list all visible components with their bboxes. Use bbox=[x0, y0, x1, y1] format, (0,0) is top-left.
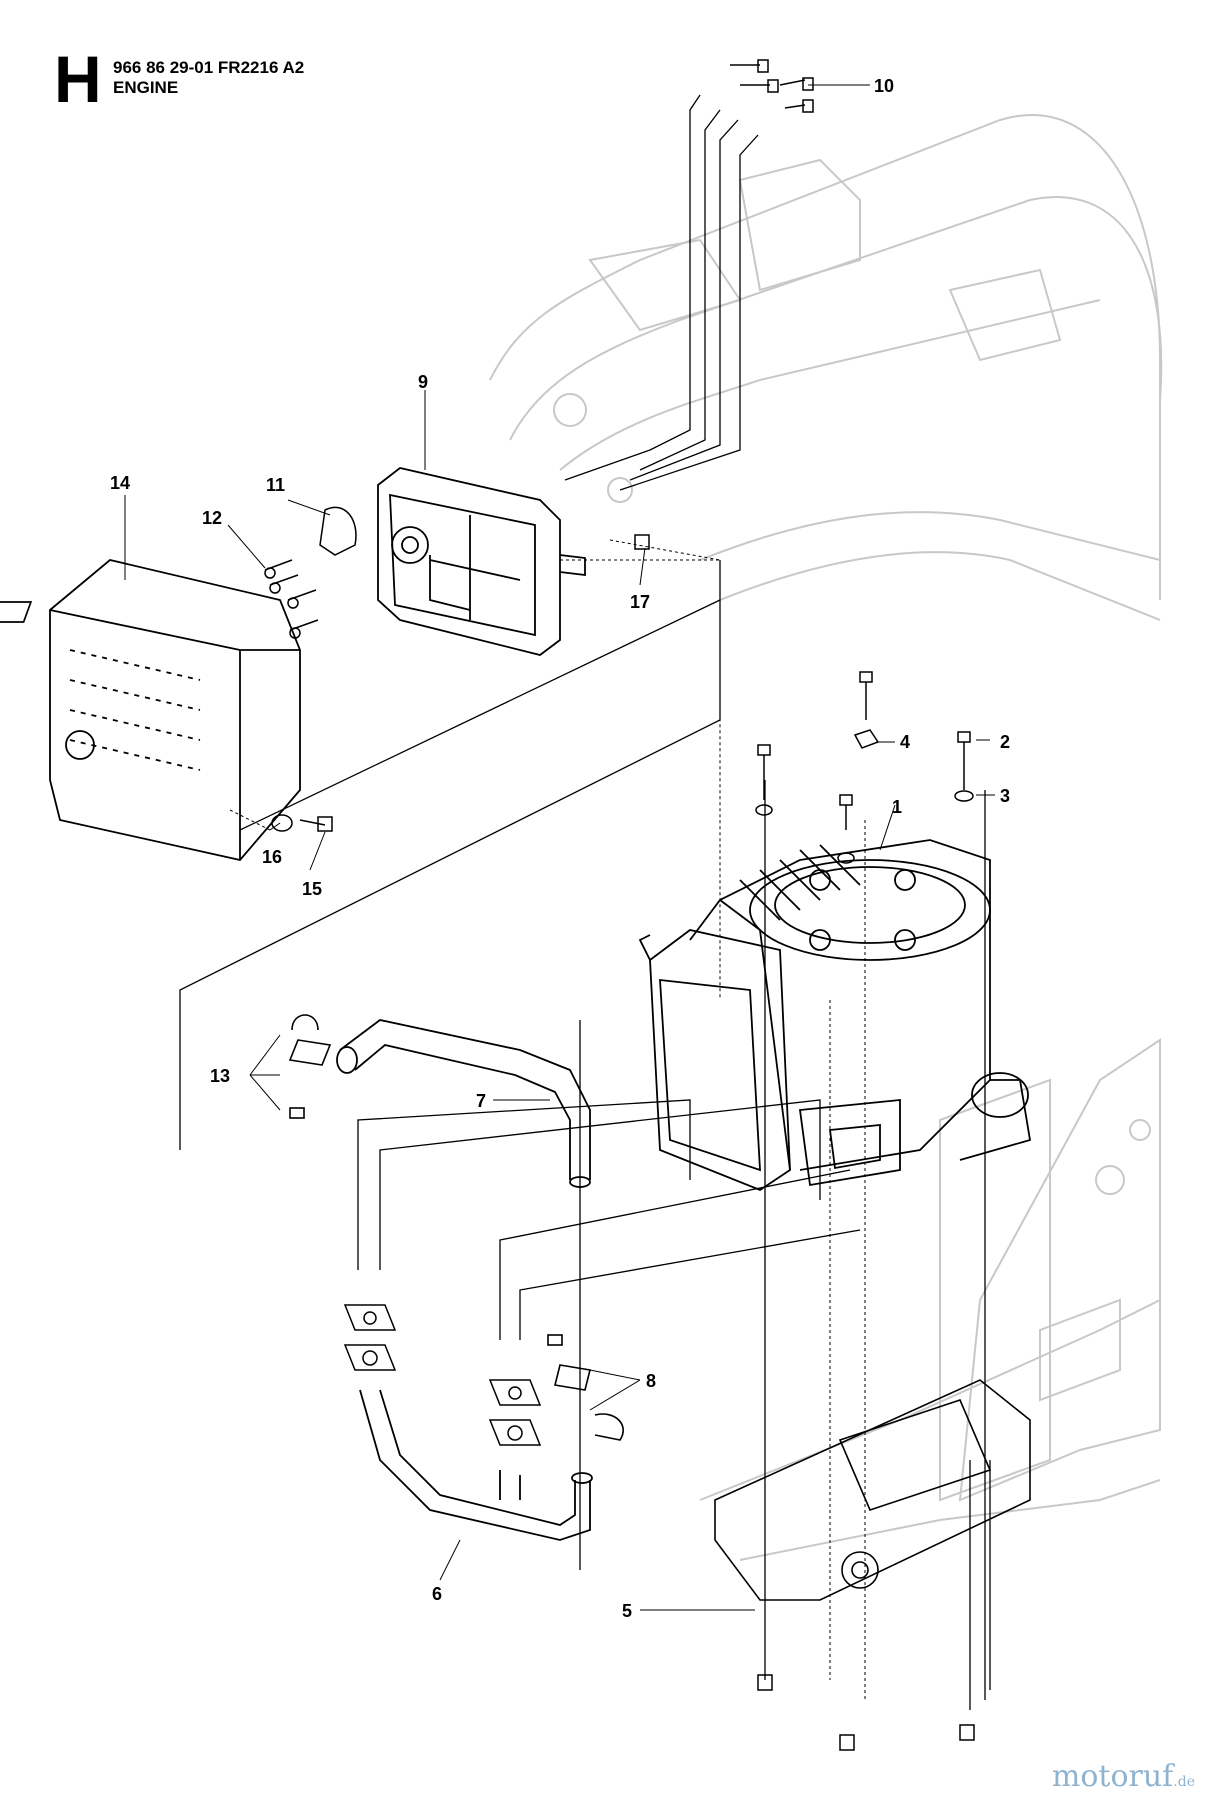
part-code: 966 86 29-01 FR2216 A2 bbox=[113, 58, 305, 77]
callout-9: 9 bbox=[418, 372, 428, 392]
exhaust-pipe-6 bbox=[359, 1389, 593, 1541]
callout-14: 14 bbox=[110, 473, 130, 493]
callout-5: 5 bbox=[622, 1601, 632, 1621]
leader-lines bbox=[179, 94, 991, 1710]
callout-15: 15 bbox=[302, 879, 322, 899]
callout-10: 10 bbox=[874, 76, 894, 96]
hardware bbox=[264, 59, 975, 1751]
callout-6: 6 bbox=[432, 1584, 442, 1604]
callout-3: 3 bbox=[1000, 786, 1010, 806]
callout-8: 8 bbox=[646, 1371, 656, 1391]
watermark-logo: motoruf.de bbox=[1052, 1759, 1195, 1794]
clamps bbox=[288, 1014, 624, 1441]
callout-labels: 1 2 3 4 5 6 7 8 9 10 11 12 13 14 15 16 1… bbox=[110, 76, 1010, 1621]
callout-16: 16 bbox=[262, 847, 282, 867]
callout-7: 7 bbox=[476, 1091, 486, 1111]
gaskets bbox=[343, 1304, 542, 1446]
callout-4: 4 bbox=[900, 732, 910, 752]
section-letter: H bbox=[54, 42, 102, 116]
engine-block bbox=[638, 839, 1032, 1192]
watermark-suffix: .de bbox=[1173, 1774, 1195, 1790]
callout-11: 11 bbox=[266, 475, 285, 495]
callout-2: 2 bbox=[1000, 732, 1010, 752]
dashed-lines bbox=[229, 539, 866, 1700]
heat-shield bbox=[0, 559, 301, 861]
exhaust-pipe-7 bbox=[336, 1019, 591, 1188]
callout-1: 1 bbox=[892, 797, 902, 817]
frame-ghost bbox=[489, 114, 1163, 1561]
callout-13: 13 bbox=[210, 1066, 230, 1086]
callout-leaders bbox=[124, 84, 995, 1611]
diagram-title: ENGINE bbox=[113, 78, 179, 97]
callout-17: 17 bbox=[630, 592, 650, 612]
callout-12: 12 bbox=[202, 508, 222, 528]
muffler bbox=[377, 467, 586, 656]
watermark-main: motoruf bbox=[1051, 1759, 1174, 1794]
